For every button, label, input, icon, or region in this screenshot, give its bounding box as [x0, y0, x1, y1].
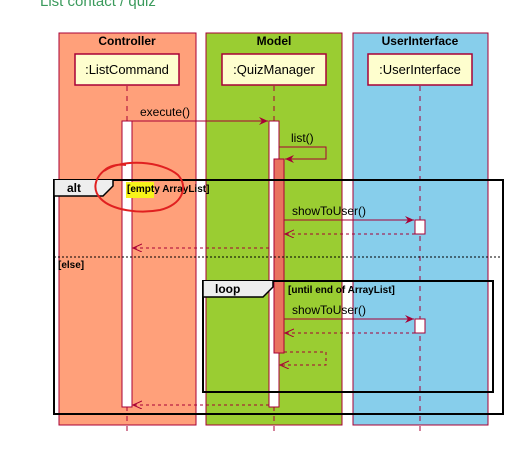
execute-label: execute(): [140, 105, 190, 119]
quiz-manager-participant: [221, 53, 327, 86]
guard-highlight: [126, 182, 154, 198]
list-self-return: [280, 351, 327, 365]
user-interface-participant-label: :UserInterface: [379, 62, 461, 77]
else-guard: [else]: [58, 260, 84, 271]
loop-frame: [202, 280, 494, 393]
quiz-manager-self-activation: [273, 158, 285, 354]
alt-frame-tab: [53, 180, 114, 197]
list-command-activation: [121, 120, 133, 408]
alt-frame-label: alt: [67, 181, 81, 195]
quiz-manager-participant-label: :QuizManager: [233, 62, 315, 77]
loop-frame-tab: [202, 281, 274, 298]
show-to-user-label-2: showToUser(): [292, 303, 366, 317]
controller-box-label: Controller: [98, 34, 156, 48]
annotation-circle: [94, 161, 184, 213]
loop-guard: [until end of ArrayList]: [288, 285, 395, 296]
list-self-arrow: [279, 146, 327, 163]
user-interface-activation-2: [414, 318, 426, 334]
user-interface-participant: [367, 53, 473, 86]
list-label: list(): [291, 131, 314, 145]
alt-frame: [53, 179, 504, 415]
ui-box-label: UserInterface: [382, 34, 459, 48]
model-box-label: Model: [257, 34, 292, 48]
loop-frame-label: loop: [215, 282, 240, 296]
diagram-title: List contact / quiz: [40, 0, 156, 10]
alt-guard: [empty ArrayList]: [127, 184, 209, 195]
list-command-participant-label: :ListCommand: [85, 62, 169, 77]
list-command-participant: [74, 53, 180, 86]
show-to-user-label-1: showToUser(): [292, 204, 366, 218]
user-interface-activation-1: [414, 219, 426, 235]
